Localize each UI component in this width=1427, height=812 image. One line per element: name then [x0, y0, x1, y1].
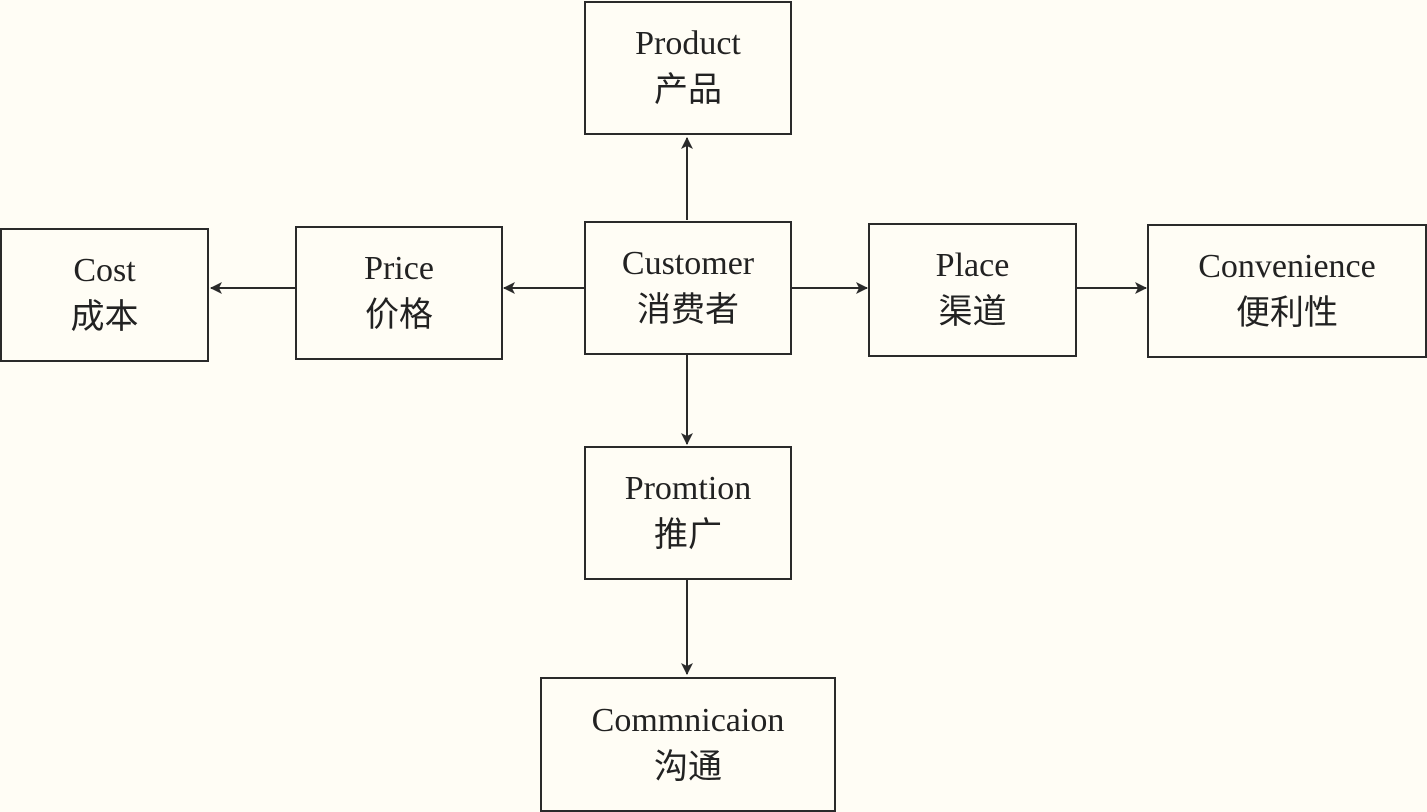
node-price: Price 价格 — [295, 226, 503, 360]
node-price-zh-label: 价格 — [365, 295, 433, 335]
node-product-en-label: Product — [635, 25, 741, 62]
node-communication: Commnicaion 沟通 — [540, 677, 836, 812]
node-place-en-label: Place — [935, 247, 1010, 284]
node-convenience: Convenience 便利性 — [1147, 224, 1427, 358]
node-place: Place 渠道 — [868, 223, 1077, 357]
node-cost: Cost 成本 — [0, 228, 209, 362]
node-price-en-label: Price — [364, 250, 434, 287]
node-promotion-en-label: Promtion — [624, 470, 752, 507]
node-communication-en-label: Commnicaion — [591, 701, 785, 739]
node-product: Product 产品 — [584, 1, 792, 135]
node-customer: Customer 消费者 — [584, 221, 792, 355]
node-cost-zh-label: 成本 — [70, 297, 139, 337]
node-convenience-zh-label: 便利性 — [1236, 293, 1338, 333]
node-customer-zh-label: 消费者 — [637, 290, 739, 330]
node-place-zh-label: 渠道 — [938, 292, 1007, 332]
node-communication-zh-label: 沟通 — [654, 746, 722, 787]
node-customer-en-label: Customer — [621, 245, 755, 282]
node-promotion: Promtion 推广 — [584, 446, 792, 580]
node-product-zh-label: 产品 — [654, 70, 722, 110]
node-convenience-en-label: Convenience — [1198, 248, 1376, 285]
node-promotion-zh-label: 推广 — [654, 515, 722, 555]
node-cost-en-label: Cost — [73, 252, 136, 289]
